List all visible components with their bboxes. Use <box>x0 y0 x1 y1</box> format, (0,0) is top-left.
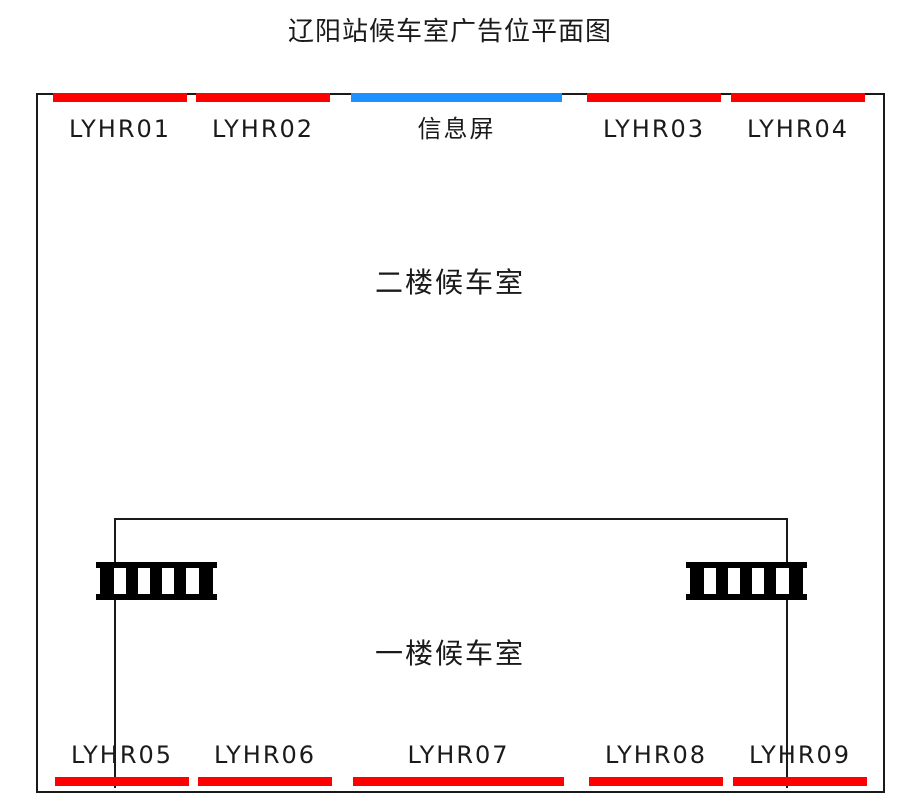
slot-label-info-screen: 信息屏 <box>417 115 496 143</box>
slot-label-lyhr08: LYHR08 <box>604 741 708 769</box>
stairs-icon <box>686 562 807 600</box>
first-floor-label: 一楼候车室 <box>374 637 525 670</box>
first-floor-outline <box>114 518 788 788</box>
ad-slot-lyhr08[interactable] <box>589 777 723 786</box>
ad-slot-lyhr07[interactable] <box>353 777 564 786</box>
stairs-icon <box>96 562 217 600</box>
slot-label-lyhr07: LYHR07 <box>407 741 510 769</box>
ad-slot-lyhr06[interactable] <box>198 777 332 786</box>
slot-label-lyhr04: LYHR04 <box>746 115 850 143</box>
ad-slot-lyhr05[interactable] <box>55 777 189 786</box>
slot-label-lyhr05: LYHR05 <box>70 741 174 769</box>
slot-label-lyhr06: LYHR06 <box>213 741 317 769</box>
ad-slot-lyhr03[interactable] <box>587 93 721 102</box>
slot-label-lyhr01: LYHR01 <box>68 115 172 143</box>
slot-label-lyhr03: LYHR03 <box>602 115 706 143</box>
ad-slot-lyhr02[interactable] <box>196 93 330 102</box>
slot-label-lyhr02: LYHR02 <box>211 115 315 143</box>
ad-slot-lyhr04[interactable] <box>731 93 865 102</box>
second-floor-label: 二楼候车室 <box>374 266 525 299</box>
ad-slot-lyhr01[interactable] <box>53 93 187 102</box>
info-screen-slot[interactable] <box>351 93 562 102</box>
ad-slot-lyhr09[interactable] <box>733 777 867 786</box>
diagram-title: 辽阳站候车室广告位平面图 <box>287 17 612 47</box>
slot-label-lyhr09: LYHR09 <box>748 741 852 769</box>
